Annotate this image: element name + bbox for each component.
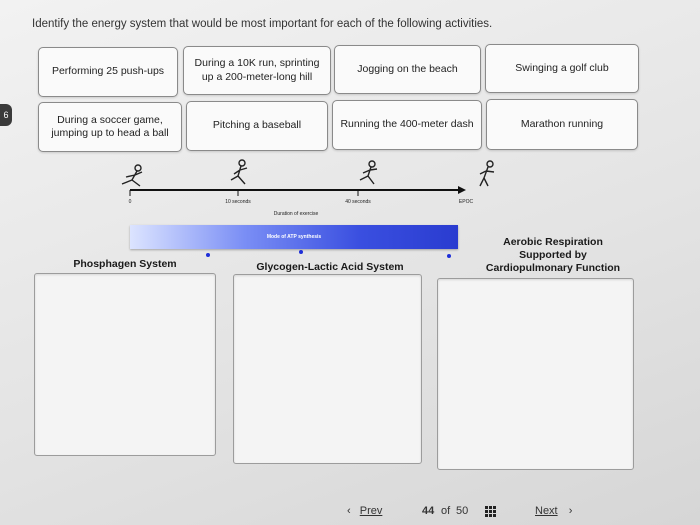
category-label-phosphagen: Phosphagen System <box>73 258 177 270</box>
chevron-left-icon: ‹ <box>347 505 351 517</box>
activity-card[interactable]: Jogging on the beach <box>334 45 481 94</box>
atp-synthesis-bar: Mode of ATP synthesis <box>130 225 458 249</box>
drop-zone-phosphagen[interactable] <box>34 273 216 456</box>
page-total: 50 <box>456 505 469 517</box>
prev-button[interactable]: ‹ Prev <box>347 505 382 517</box>
category-label-aerobic: Aerobic Respiration Supported by Cardiop… <box>485 236 621 275</box>
atp-bar-label: Mode of ATP synthesis <box>266 234 322 240</box>
activity-card[interactable]: Marathon running <box>486 99 638 150</box>
runner-figure-sprint <box>230 159 248 185</box>
instruction-text: Identify the energy system that would be… <box>32 18 493 30</box>
tick-label-40s: 40 seconds <box>345 199 371 205</box>
activity-card[interactable]: Pitching a baseball <box>186 101 328 151</box>
activity-card[interactable]: Running the 400-meter dash <box>332 100 482 150</box>
drop-zone-glycogen[interactable] <box>233 274 422 464</box>
marker-dot <box>447 254 451 258</box>
tick-label-10s: 10 seconds <box>225 199 251 205</box>
activity-card[interactable]: Swinging a golf club <box>485 44 639 93</box>
next-label: Next <box>535 505 558 517</box>
grid-menu-icon[interactable] <box>485 506 496 517</box>
runner-figure-start <box>121 164 143 187</box>
activity-card[interactable]: During a 10K run, sprinting up a 200-met… <box>183 46 331 95</box>
chevron-right-icon: › <box>568 505 573 517</box>
category-label-glycogen: Glycogen-Lactic Acid System <box>256 261 404 273</box>
page-of-label: of <box>441 505 451 517</box>
timeline-diagram: 0 10 seconds 40 seconds EPOC Duration of… <box>121 159 495 217</box>
runner-figure-mid <box>359 160 378 185</box>
prev-label: Prev <box>359 505 383 517</box>
activity-card[interactable]: During a soccer game, jumping up to head… <box>38 102 182 152</box>
activity-card[interactable]: Performing 25 push-ups <box>38 47 178 97</box>
axis-label: Duration of exercise <box>274 211 319 217</box>
timeline-arrowhead <box>458 186 466 194</box>
side-tab[interactable]: 6 <box>0 104 12 126</box>
drop-zone-aerobic[interactable] <box>437 278 634 470</box>
tick-label-epoc: EPOC <box>459 199 474 205</box>
tick-label-0: 0 <box>129 199 132 205</box>
marker-dot <box>299 250 303 254</box>
next-button[interactable]: Next › <box>535 505 572 517</box>
resting-figure <box>479 160 495 187</box>
marker-dot <box>206 253 210 257</box>
page-number: 44 <box>422 505 435 517</box>
